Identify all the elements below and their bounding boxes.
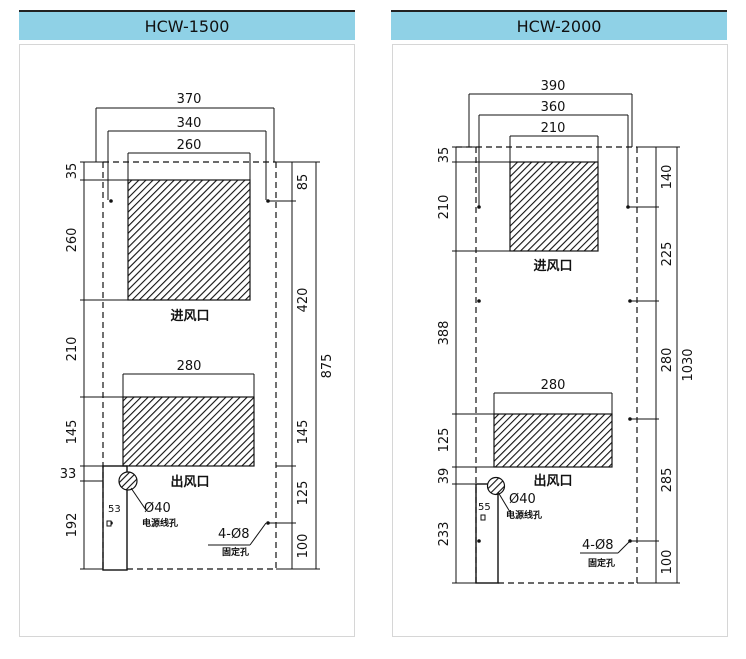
drawing-panel-hcw-1500 xyxy=(19,44,355,637)
mount-holes-spec: 4-Ø8 xyxy=(582,538,613,553)
dim-top-outer: 370 xyxy=(177,92,202,107)
dim-right-3: 145 xyxy=(296,420,311,445)
drawing-hcw-1500: 370 340 260 280 35 260 210 145 33 192 85… xyxy=(60,92,335,571)
inlet-hatch xyxy=(509,161,599,252)
dim-left-4: 125 xyxy=(437,428,452,453)
dim-left-6: 233 xyxy=(437,522,452,547)
header-hcw-2000: HCW-2000 xyxy=(391,10,727,40)
cable-hole-diameter: Ø40 xyxy=(144,501,171,516)
mount-holes-label: 固定孔 xyxy=(222,546,249,558)
dim-top-outer: 390 xyxy=(541,79,566,94)
dim-right-2: 420 xyxy=(296,288,311,313)
inlet-label: 进风口 xyxy=(170,309,209,324)
dim-total: 1030 xyxy=(681,348,696,381)
header-hcw-1500: HCW-1500 xyxy=(19,10,355,40)
dim-left-3: 210 xyxy=(65,337,80,362)
small-dim: 55 xyxy=(478,502,491,513)
dim-right-1: 140 xyxy=(660,165,675,190)
dim-top-inner: 210 xyxy=(541,121,566,136)
dim-right-3: 280 xyxy=(660,348,675,373)
dim-left-2: 210 xyxy=(437,195,452,220)
inlet-hatch xyxy=(127,179,251,301)
dim-left-1: 35 xyxy=(437,147,452,164)
dim-right-5: 100 xyxy=(660,550,675,575)
dim-right-1: 85 xyxy=(296,174,311,191)
outlet-hatch xyxy=(122,396,255,467)
small-dim: 53 xyxy=(108,504,121,515)
drawing-panel-hcw-2000 xyxy=(392,44,728,637)
dim-right-2: 225 xyxy=(660,242,675,267)
dim-left-2: 260 xyxy=(65,228,80,253)
dim-left-6: 192 xyxy=(65,513,80,538)
mount-holes-label: 固定孔 xyxy=(588,557,615,569)
dim-left-5: 39 xyxy=(437,468,452,485)
cable-hole-label: 电源线孔 xyxy=(142,517,178,529)
outlet-label: 出风口 xyxy=(170,474,209,490)
cable-hole-label: 电源线孔 xyxy=(506,509,542,521)
inlet-label: 进风口 xyxy=(533,259,572,274)
outlet-hatch xyxy=(493,413,613,468)
dim-outlet-width: 280 xyxy=(541,378,566,393)
dim-top-inner: 260 xyxy=(177,138,202,153)
dim-left-3: 388 xyxy=(437,321,452,346)
dim-top-middle: 360 xyxy=(541,100,566,115)
dim-total: 875 xyxy=(320,354,335,379)
dim-top-middle: 340 xyxy=(177,116,202,131)
dim-right-4: 285 xyxy=(660,468,675,493)
mount-holes-spec: 4-Ø8 xyxy=(218,527,249,542)
panel-title: HCW-1500 xyxy=(144,16,230,36)
dim-right-5: 100 xyxy=(296,534,311,559)
dim-left-4: 145 xyxy=(65,420,80,445)
panel-title: HCW-2000 xyxy=(516,16,602,36)
dim-left-5: 33 xyxy=(60,467,77,482)
cable-hole-diameter: Ø40 xyxy=(509,492,536,507)
dim-outlet-width: 280 xyxy=(177,359,202,374)
outlet-label: 出风口 xyxy=(533,473,572,489)
dim-right-4: 125 xyxy=(296,481,311,506)
dim-left-1: 35 xyxy=(65,163,80,180)
drawing-hcw-2000: 390 360 210 280 35 210 388 125 39 233 14… xyxy=(437,79,696,584)
